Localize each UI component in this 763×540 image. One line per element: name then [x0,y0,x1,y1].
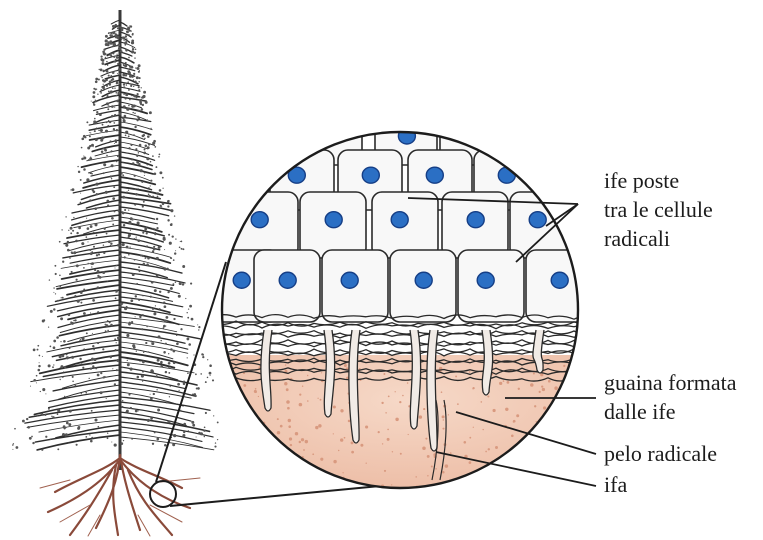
root-cell [505,115,567,165]
root-cell [322,250,388,322]
root-cell [372,192,438,258]
label-ife-poste-line-1: ife poste [604,166,713,195]
cell-nucleus [233,272,250,288]
cell-nucleus [279,272,296,288]
cell-nucleus [528,128,545,144]
label-guaina: guaina formata dalle ife [604,368,737,426]
cell-nucleus [317,128,334,144]
root-cell [232,192,298,258]
label-ife-poste-line-2: tra le cellule [604,195,713,224]
label-guaina-line-2: dalle ife [604,397,737,426]
cell-nucleus [529,212,546,228]
cell-nucleus [391,212,408,228]
cell-nucleus [415,272,432,288]
cell-nucleus [325,212,342,228]
label-pelo-radicale: pelo radicale [604,439,717,468]
label-ifa: ifa [604,470,627,499]
cell-nucleus [551,272,568,288]
cell-nucleus [426,167,443,183]
magnified-root-section [210,115,626,505]
cell-nucleus [467,212,484,228]
label-ife-poste: ife poste tra le cellule radicali [604,166,713,253]
zoom-source-circle [150,481,176,507]
cell-nucleus [341,272,358,288]
root-cell [300,192,366,258]
root-cells [214,115,604,322]
cell-nucleus [498,167,515,183]
label-ife-poste-line-3: radicali [604,224,713,253]
cell-nucleus [558,167,575,183]
root-cell [254,250,320,322]
cell-nucleus [477,272,494,288]
root-cell [390,250,456,322]
conifer-tree [12,10,219,536]
cell-nucleus [251,212,268,228]
tree-roots [48,455,190,535]
root-cell [526,250,592,322]
label-guaina-line-1: guaina formata [604,368,737,397]
cell-nucleus [398,128,415,144]
cell-nucleus [362,167,379,183]
root-cell [540,150,604,210]
root-cell [458,250,524,322]
